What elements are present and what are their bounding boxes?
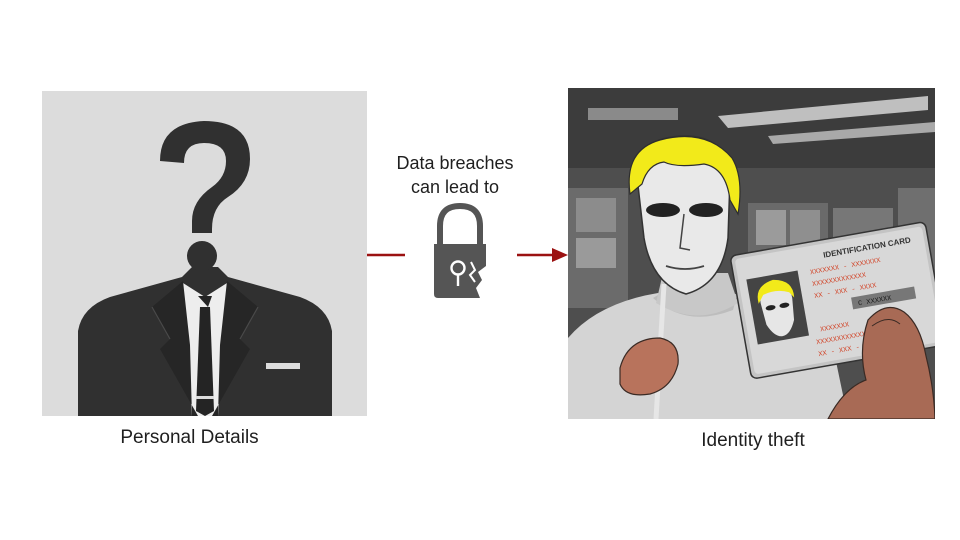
- question-mark-person-icon: [42, 91, 367, 416]
- connector-line: [367, 253, 405, 257]
- personal-details-caption: Personal Details: [120, 427, 259, 448]
- middle-label: Data breaches can lead to: [380, 151, 530, 199]
- identity-theft-image: IDENTIFICATION CARD XXXXXXX - XXXXXXX XX…: [568, 88, 935, 419]
- middle-label-line1: Data breaches: [396, 153, 514, 173]
- broken-padlock-icon: [434, 202, 486, 298]
- anonymous-person-image: [42, 91, 367, 416]
- middle-label-line2: can lead to: [410, 177, 500, 197]
- arrow-right-icon: [517, 248, 568, 262]
- identity-theft-caption: Identity theft: [701, 430, 805, 451]
- identity-theft-illustration: IDENTIFICATION CARD XXXXXXX - XXXXXXX XX…: [568, 88, 935, 419]
